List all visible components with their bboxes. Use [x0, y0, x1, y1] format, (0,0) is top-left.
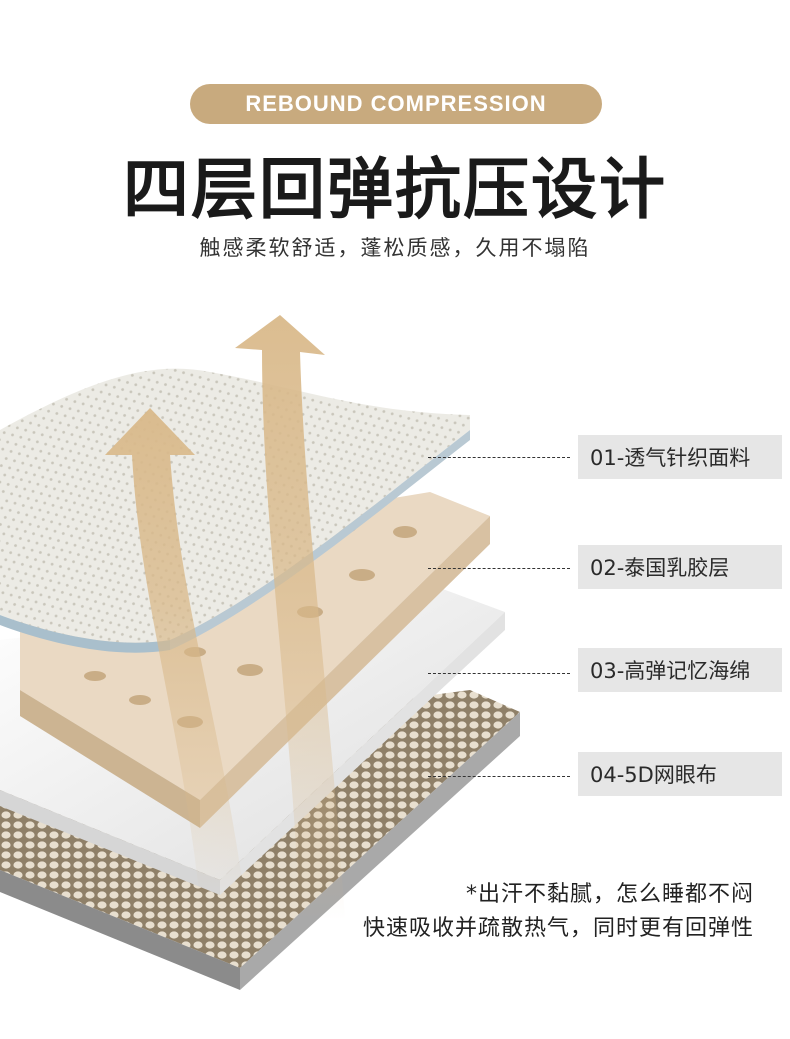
knit-fabric-layer: [0, 368, 470, 653]
layer-label-mesh: 04-5D网眼布: [578, 752, 782, 796]
leader-line-latex: [428, 568, 570, 569]
rebound-compression-badge: REBOUND COMPRESSION: [190, 84, 602, 124]
layer-label-knit-fabric: 01-透气针织面料: [578, 435, 782, 479]
leader-line-mesh: [428, 776, 570, 777]
leader-line-knit: [428, 457, 570, 458]
leader-line-foam: [428, 673, 570, 674]
layer-label-latex: 02-泰国乳胶层: [578, 545, 782, 589]
page-title: 四层回弹抗压设计: [123, 151, 667, 228]
mattress-layers-illustration: [0, 315, 520, 990]
up-arrow-icon: [105, 408, 245, 900]
footnote-line-1: *出汗不黏腻，怎么睡都不闷: [465, 882, 754, 907]
footnote-line-2: 快速吸收并疏散热气，同时更有回弹性: [362, 916, 754, 941]
layer-label-memory-foam: 03-高弹记忆海绵: [578, 648, 782, 692]
up-arrow-icon: [235, 315, 345, 920]
page-subtitle: 触感柔软舒适，蓬松质感，久用不塌陷: [199, 236, 591, 260]
